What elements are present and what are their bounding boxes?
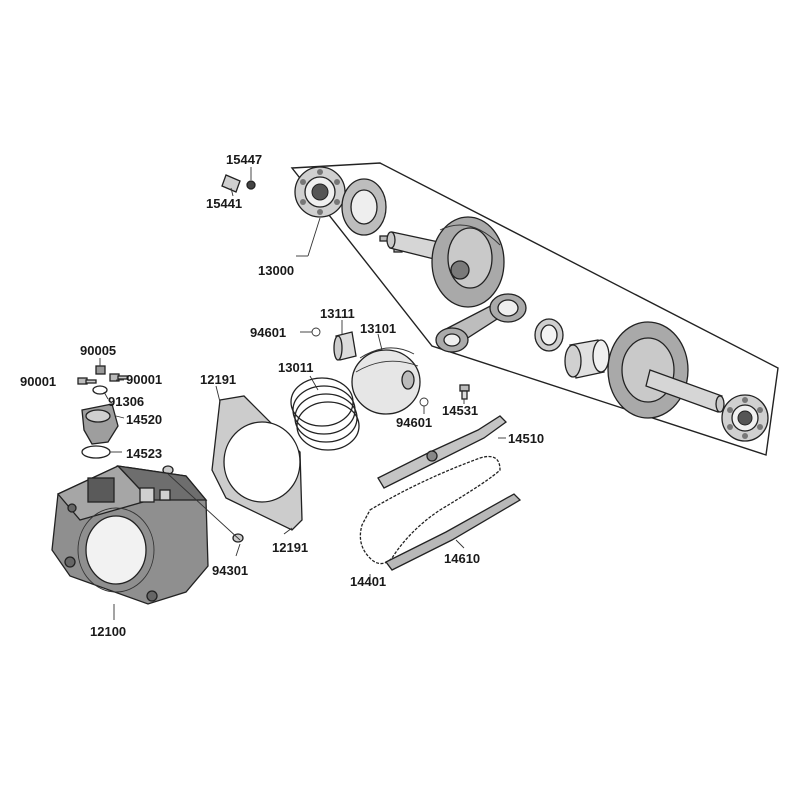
- chain-guide: [385, 493, 522, 571]
- crank-web-left: [431, 216, 505, 308]
- cylinder-block: [51, 465, 209, 605]
- label-15441: 15441: [206, 196, 242, 211]
- bolt-14531: [459, 384, 470, 400]
- needle-bearing: [534, 318, 564, 352]
- connecting-rod: [435, 293, 527, 353]
- crank-bearing-right: [721, 394, 769, 442]
- label-94301: 94301: [212, 563, 248, 578]
- piston-rings: [290, 377, 360, 451]
- label-94601-top: 94601: [250, 325, 286, 340]
- housing-14520: [81, 403, 119, 445]
- piston: [351, 347, 421, 415]
- o-ring-91306: [92, 385, 108, 395]
- bolt-90001-left: [77, 377, 97, 385]
- label-14531: 14531: [442, 403, 478, 418]
- label-90001-right: 90001: [126, 372, 162, 387]
- label-14520: 14520: [126, 412, 162, 427]
- label-13101: 13101: [360, 321, 396, 336]
- label-14610: 14610: [444, 551, 480, 566]
- dowel-94301: [162, 465, 244, 543]
- label-13000: 13000: [258, 263, 294, 278]
- label-94601-bottom: 94601: [396, 415, 432, 430]
- bolt-90001-right: [109, 373, 129, 382]
- label-12191-bottom: 12191: [272, 540, 308, 555]
- label-90005: 90005: [80, 343, 116, 358]
- piston-pin-clip-top: [311, 327, 321, 337]
- crankshaft-assembly-outline: [290, 162, 779, 456]
- o-ring-15447: [246, 180, 256, 190]
- label-14401: 14401: [350, 574, 386, 589]
- piston-pin: [333, 331, 357, 361]
- chain-tensioner-guide: [377, 415, 507, 489]
- label-14510: 14510: [508, 431, 544, 446]
- crank-bearing-left: [294, 166, 346, 218]
- crank-web-right: [607, 321, 725, 419]
- oil-seal: [341, 178, 387, 236]
- crank-pin: [564, 339, 610, 379]
- nut-90005: [95, 365, 106, 375]
- leader-lines: [99, 167, 506, 620]
- label-15447: 15447: [226, 152, 262, 167]
- label-90001-left: 90001: [20, 374, 56, 389]
- cylinder-gasket: [211, 395, 303, 531]
- label-12191-top: 12191: [200, 372, 236, 387]
- label-13111: 13111: [320, 306, 355, 321]
- cam-chain: [359, 455, 501, 565]
- label-13011: 13011: [278, 360, 313, 375]
- piston-pin-clip-bottom: [419, 397, 429, 407]
- gasket-14523: [81, 445, 111, 459]
- dowel-pin-15441: [221, 174, 241, 193]
- label-91306: 91306: [108, 394, 144, 409]
- label-14523: 14523: [126, 446, 162, 461]
- label-12100: 12100: [90, 624, 126, 639]
